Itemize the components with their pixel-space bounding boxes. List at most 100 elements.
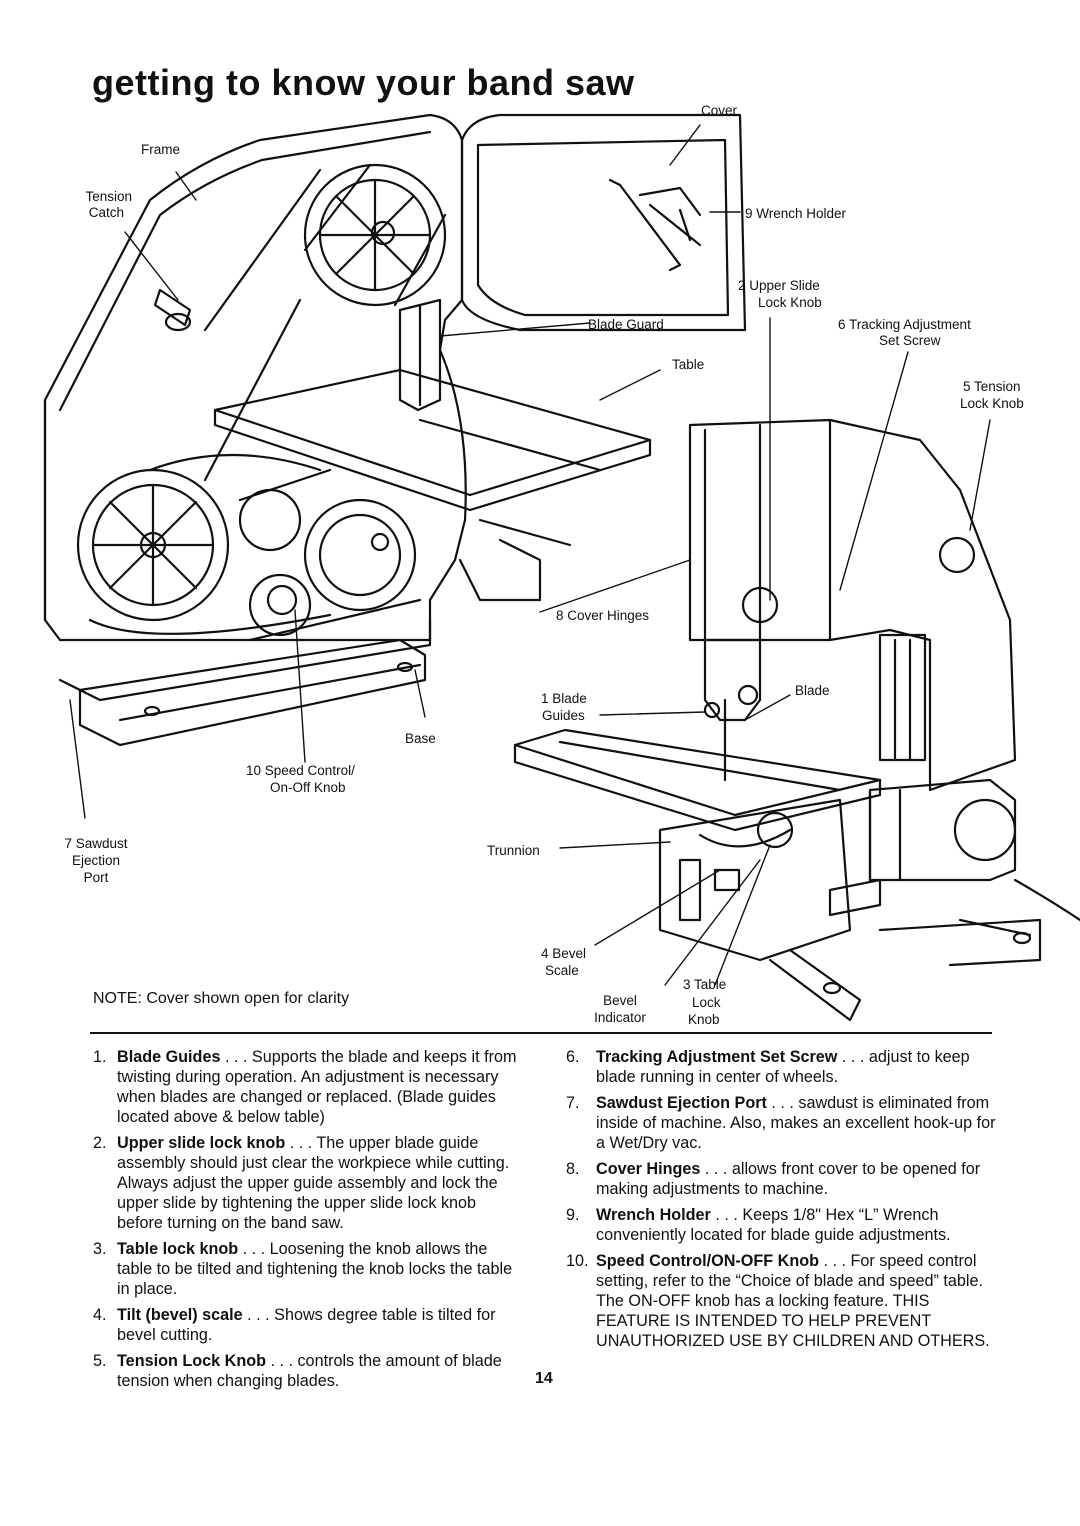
item-number: 9. — [566, 1206, 580, 1224]
leader-lines — [69, 124, 991, 986]
label-table-lock-3: Knob — [688, 1012, 720, 1027]
list-item: 7. Sawdust Ejection Port . . . sawdust i… — [566, 1093, 996, 1153]
list-item: 6. Tracking Adjustment Set Screw . . . a… — [566, 1047, 996, 1087]
lower-wheel — [76, 468, 230, 622]
item-text: Cover Hinges . . . allows front cover to… — [596, 1159, 996, 1199]
label-sawdust-2: Ejection — [71, 853, 121, 868]
list-item: 10. Speed Control/ON-OFF Knob . . . For … — [566, 1251, 996, 1351]
label-table: Table — [672, 357, 705, 372]
item-desc: . . . Shows degree table is tilted for b… — [117, 1306, 496, 1344]
cover-hinges-shape — [458, 518, 572, 602]
item-number: 10. — [566, 1252, 589, 1270]
label-bevel-indicator-1: Bevel — [603, 993, 637, 1008]
right-table — [513, 728, 882, 832]
upper-table — [213, 368, 652, 512]
label-speed-control-2: On-Off Knob — [270, 780, 346, 795]
label-bevel-indicator-2: Indicator — [594, 1010, 646, 1025]
item-desc: . . . Loosening the knob allows the tabl… — [117, 1240, 513, 1298]
item-desc: . . . Keeps 1/8" Hex “L” Wrench convenie… — [596, 1206, 951, 1244]
list-item: 4. Tilt (bevel) scale . . . Shows degree… — [93, 1305, 523, 1345]
motor — [868, 778, 1080, 922]
label-sawdust-3: Port — [83, 870, 109, 885]
item-number: 5. — [93, 1352, 107, 1370]
label-base: Base — [405, 731, 436, 746]
item-text: Blade Guides . . . Supports the blade an… — [117, 1047, 523, 1127]
parts-list-left: 1. Blade Guides . . . Supports the blade… — [93, 1047, 523, 1397]
open-cover — [460, 113, 747, 332]
item-text: Speed Control/ON-OFF Knob . . . For spee… — [596, 1251, 996, 1351]
item-number: 3. — [93, 1240, 107, 1258]
label-bevel-scale-2: Scale — [545, 963, 579, 978]
label-bevel-scale-1: 4 Bevel — [541, 946, 587, 961]
item-term: Tracking Adjustment Set Screw — [596, 1048, 838, 1066]
table-lock-knob-shape — [756, 811, 794, 849]
item-term: Cover Hinges — [596, 1160, 701, 1178]
item-desc: . . . The upper blade guide assembly sho… — [117, 1134, 510, 1232]
list-item: 3. Table lock knob . . . Loosening the k… — [93, 1239, 523, 1299]
tension-knob — [938, 536, 976, 574]
label-tension-catch-1: Tension — [85, 189, 132, 204]
item-text: Tilt (bevel) scale . . . Shows degree ta… — [117, 1305, 523, 1345]
item-term: Speed Control/ON-OFF Knob — [596, 1252, 820, 1270]
label-trunnion: Trunnion — [487, 843, 540, 858]
item-number: 1. — [93, 1048, 107, 1066]
label-tracking-2: Set Screw — [879, 333, 941, 348]
label-cover: Cover — [701, 103, 738, 118]
label-frame: Frame — [141, 142, 181, 157]
list-item: 9. Wrench Holder . . . Keeps 1/8" Hex “L… — [566, 1205, 996, 1245]
label-blade: Blade — [795, 683, 830, 698]
label-tension-catch-2: Catch — [88, 205, 124, 220]
item-term: Tilt (bevel) scale — [117, 1306, 243, 1324]
label-sawdust-1: 7 Sawdust — [64, 836, 128, 851]
diagram-note: NOTE: Cover shown open for clarity — [93, 990, 350, 1007]
drive-pulleys — [88, 453, 422, 642]
item-text: Table lock knob . . . Loosening the knob… — [117, 1239, 523, 1299]
item-text: Tracking Adjustment Set Screw . . . adju… — [596, 1047, 996, 1087]
item-text: Sawdust Ejection Port . . . sawdust is e… — [596, 1093, 996, 1153]
item-text: Wrench Holder . . . Keeps 1/8" Hex “L” W… — [596, 1205, 996, 1245]
list-item: 8. Cover Hinges . . . allows front cover… — [566, 1159, 996, 1199]
item-desc: . . . controls the amount of blade tensi… — [117, 1352, 502, 1390]
item-number: 4. — [93, 1306, 107, 1324]
item-number: 8. — [566, 1160, 580, 1178]
label-upper-slide-1: 2 Upper Slide — [738, 278, 820, 293]
label-table-lock-2: Lock — [692, 995, 721, 1010]
tension-catch — [153, 288, 192, 332]
item-term: Sawdust Ejection Port — [596, 1094, 767, 1112]
upper-wheel — [303, 163, 447, 307]
label-cover-hinges: 8 Cover Hinges — [556, 608, 650, 623]
page-number: 14 — [535, 1370, 553, 1387]
trunnion-body — [658, 798, 882, 962]
item-text: Tension Lock Knob . . . controls the amo… — [117, 1351, 523, 1391]
item-term: Table lock knob — [117, 1240, 239, 1258]
item-desc: . . . Supports the blade and keeps it fr… — [117, 1048, 517, 1126]
item-number: 7. — [566, 1094, 580, 1112]
page-title: getting to know your band saw — [92, 62, 635, 103]
list-item: 5. Tension Lock Knob . . . controls the … — [93, 1351, 523, 1391]
label-wrench-holder: 9 Wrench Holder — [745, 206, 847, 221]
label-blade-guides-2: Guides — [542, 708, 585, 723]
item-desc: . . . For speed control setting, refer t… — [596, 1252, 990, 1350]
item-text: Upper slide lock knob . . . The upper bl… — [117, 1133, 523, 1233]
item-term: Wrench Holder — [596, 1206, 711, 1224]
band-saw-diagram — [43, 113, 1080, 1022]
base — [78, 638, 427, 747]
upper-slide-knob — [741, 586, 779, 624]
label-speed-control-1: 10 Speed Control/ — [246, 763, 355, 778]
stand-legs — [768, 918, 1042, 1022]
label-blade-guard: Blade Guard — [588, 317, 664, 332]
label-blade-guides-1: 1 Blade — [541, 691, 587, 706]
belt-lines — [203, 168, 322, 482]
parts-list-right: 6. Tracking Adjustment Set Screw . . . a… — [566, 1047, 996, 1357]
label-table-lock-1: 3 Table — [683, 977, 727, 992]
item-number: 2. — [93, 1134, 107, 1152]
item-desc: . . . adjust to keep blade running in ce… — [596, 1048, 970, 1086]
item-desc: . . . allows front cover to be opened fo… — [596, 1160, 981, 1198]
label-tension-lock-2: Lock Knob — [960, 396, 1024, 411]
label-tension-lock-1: 5 Tension — [963, 379, 1021, 394]
divider-rule — [90, 1032, 992, 1034]
blade-guard — [398, 298, 442, 412]
list-item: 2. Upper slide lock knob . . . The upper… — [93, 1133, 523, 1233]
item-number: 6. — [566, 1048, 580, 1066]
list-item: 1. Blade Guides . . . Supports the blade… — [93, 1047, 523, 1127]
